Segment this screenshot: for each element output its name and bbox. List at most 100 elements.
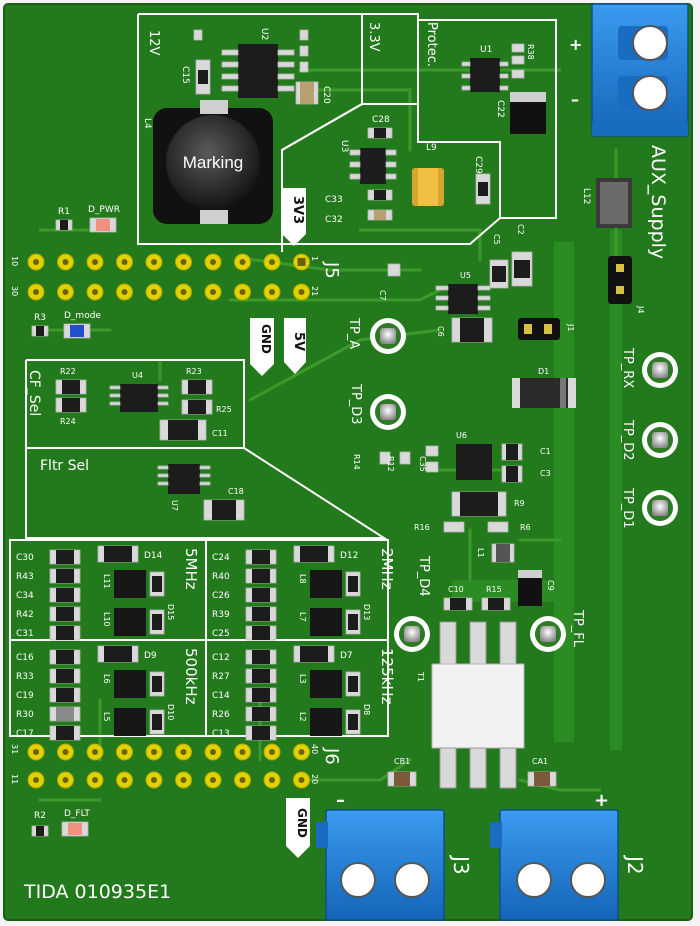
j6-pin[interactable] <box>86 771 104 789</box>
j5-pin[interactable] <box>116 283 133 301</box>
header-j6[interactable] <box>27 743 310 789</box>
j5-pin[interactable] <box>234 253 251 271</box>
inductor-l4: Marking <box>153 100 273 224</box>
j5-pin[interactable] <box>86 253 104 271</box>
filter-title-f5: 5MHz <box>182 548 200 590</box>
label-r42: R42 <box>16 610 34 620</box>
aux-supply-label: AUX_Supply <box>647 145 669 259</box>
label-r3: R3 <box>34 313 46 323</box>
j6-pin[interactable] <box>204 771 222 789</box>
label-r15: R15 <box>486 585 502 594</box>
svg-text:5V: 5V <box>291 332 306 351</box>
j6-pin[interactable] <box>27 743 45 761</box>
j6-pin[interactable] <box>145 771 163 789</box>
label-c12: C12 <box>212 653 230 663</box>
label-t1: T1 <box>416 671 425 682</box>
label-d15: D15 <box>166 604 175 620</box>
label-l12: L12 <box>581 188 591 204</box>
j6-pin[interactable] <box>175 771 192 789</box>
j6-pin[interactable] <box>86 743 104 761</box>
led-d-pwr <box>89 217 117 233</box>
j5-pin[interactable] <box>27 283 45 301</box>
testpoint-tp-d3[interactable] <box>370 394 406 430</box>
label-c11: C11 <box>212 429 228 438</box>
j5-pin[interactable] <box>234 283 251 301</box>
label-l9: L9 <box>426 143 437 153</box>
label-c3: C3 <box>540 469 551 478</box>
j6-pin[interactable] <box>263 743 281 761</box>
terminal-j3[interactable] <box>316 809 445 921</box>
label-l8: L8 <box>298 574 307 584</box>
testpoint-tp-d2[interactable] <box>642 422 678 458</box>
label-l7: L7 <box>298 612 307 622</box>
j6-pin[interactable] <box>234 743 251 761</box>
label-r38: R38 <box>526 44 535 60</box>
label-u1: U1 <box>480 45 492 55</box>
j5-pin[interactable] <box>263 283 281 301</box>
label-c25: C25 <box>212 629 230 639</box>
transformer-t1 <box>431 621 525 789</box>
j5-pin[interactable] <box>293 253 310 271</box>
testpoint-tp-rx[interactable] <box>642 352 678 388</box>
j6-pin[interactable] <box>263 771 281 789</box>
terminal-j2[interactable] <box>490 809 619 921</box>
j5-pin[interactable] <box>27 253 45 271</box>
j6-pin[interactable] <box>293 743 310 761</box>
label-r2: R2 <box>34 811 46 821</box>
j5-pin[interactable] <box>145 283 163 301</box>
j5-pin[interactable] <box>175 253 192 271</box>
label-c17: C17 <box>16 729 34 739</box>
header-j5[interactable] <box>27 253 310 301</box>
label-c31: C31 <box>16 629 34 639</box>
testpoint-tp-fl[interactable] <box>530 616 566 652</box>
j6-pin[interactable] <box>175 743 192 761</box>
j6-pin[interactable] <box>293 771 310 789</box>
j5-pin[interactable] <box>57 253 74 271</box>
j6-pin[interactable] <box>27 771 45 789</box>
label-c2: C2 <box>516 224 525 235</box>
j6-pin[interactable] <box>57 743 74 761</box>
j5-pin[interactable] <box>204 283 222 301</box>
j6-pin[interactable] <box>116 771 133 789</box>
j5-pin[interactable] <box>263 253 281 271</box>
label-c33: C33 <box>325 195 343 205</box>
label-r40: R40 <box>212 572 230 582</box>
j6-pin[interactable] <box>116 743 133 761</box>
label-d12: D12 <box>340 551 358 561</box>
j5-pin[interactable] <box>145 253 163 271</box>
j6-pin[interactable] <box>204 743 222 761</box>
testpoint-tp-a[interactable] <box>370 318 406 354</box>
label-3v3: 3.3V <box>366 22 381 52</box>
j6-pin[interactable] <box>145 743 163 761</box>
label-r1: R1 <box>58 207 70 217</box>
j6-pin[interactable] <box>57 771 74 789</box>
label-c26: C26 <box>212 591 230 601</box>
testpoint-tp-d4[interactable] <box>394 616 430 652</box>
aux-supply-terminal[interactable] <box>591 3 689 137</box>
j5-pin[interactable] <box>293 283 310 301</box>
led-d-flt <box>61 821 89 837</box>
label-c35: C35 <box>418 456 427 472</box>
label-c9: C9 <box>546 580 555 591</box>
badge-gnd-top: GND <box>250 318 274 376</box>
j5-pin[interactable] <box>57 283 74 301</box>
j5-pin[interactable] <box>175 283 192 301</box>
j5-pin[interactable] <box>204 253 222 271</box>
label-r12: R12 <box>386 456 395 472</box>
filter-title-f500: 500kHz <box>182 648 200 705</box>
j6-pin-11: 11 <box>10 774 19 784</box>
label-r16: R16 <box>414 523 430 532</box>
testpoint-tp-d1[interactable] <box>642 490 678 526</box>
cf-sel-region: CF_Sel Fltr Sel R22 R24 U4 R23 R25 C11 U… <box>25 359 388 539</box>
svg-text:3V3: 3V3 <box>290 196 305 224</box>
j6-pin[interactable] <box>234 771 251 789</box>
label-c28: C28 <box>372 115 390 125</box>
j5-pin[interactable] <box>86 283 104 301</box>
label-tp-d1: TP_D1 <box>620 487 635 529</box>
j5-pin[interactable] <box>116 253 133 271</box>
label-c20: C20 <box>321 86 331 104</box>
j2-plus-sign: + <box>594 790 609 811</box>
label-r30: R30 <box>16 710 34 720</box>
